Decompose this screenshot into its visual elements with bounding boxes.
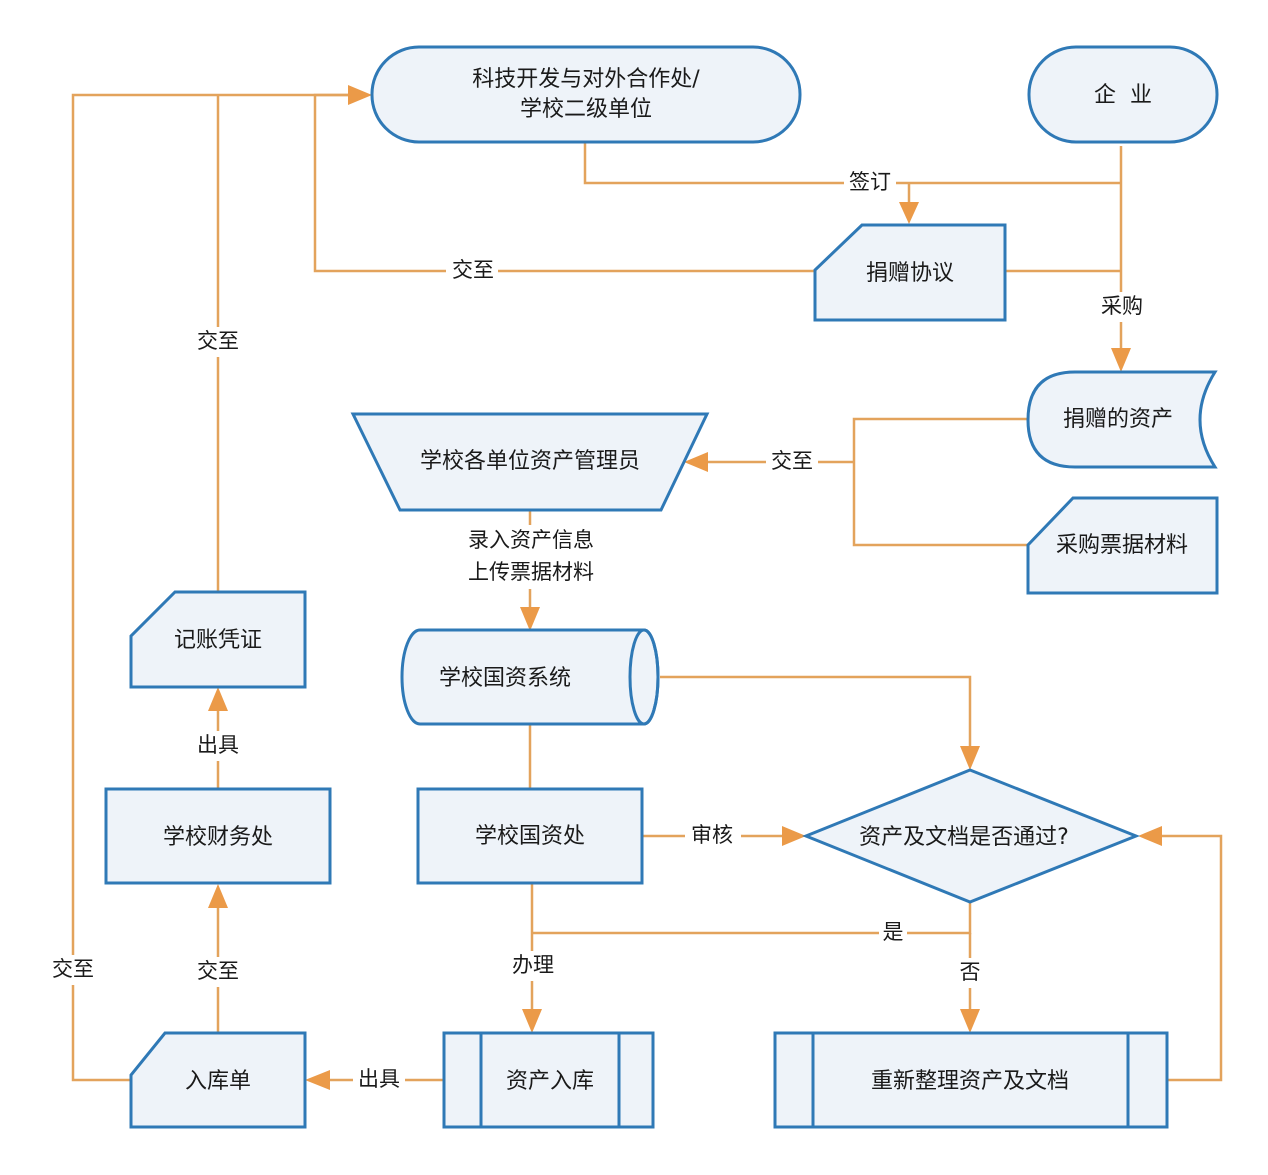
label-bg [192,957,244,987]
arrow-into-office [348,85,372,105]
terminator-shape [1027,45,1219,144]
edge-label-no: 否 [960,960,981,984]
edge-label-deliver-assets: 交至 [771,449,813,473]
node-label: 重新整理资产及文档 [871,1069,1069,1094]
label-bg [844,168,896,198]
edge-system-to-decision [660,675,972,752]
label-bg [879,918,907,948]
label-bg [446,256,498,286]
edge-label-deliver-agreement: 交至 [452,258,494,282]
edge-label-issue-voucher: 出具 [197,733,239,757]
stored-data-shape [1026,370,1218,469]
terminator-shape [370,45,802,144]
edge-label-yes: 是 [883,920,904,944]
edge-receipt-to-office [71,93,352,1082]
label-bg [192,327,244,357]
node-decision[interactable]: 资产及文档是否通过? [801,768,1141,904]
process-shape [416,787,644,885]
edge-label-input-line2: 上传票据材料 [468,560,594,584]
node-state-asset-office[interactable]: 学校国资处 [416,787,644,885]
arrowheads [208,85,1162,1090]
arrow-into-reorganize [960,1009,980,1033]
edge-label-deliver-voucher: 交至 [197,329,239,353]
manual-operation-shape [350,412,710,512]
node-asset-storage[interactable]: 资产入库 [442,1031,655,1129]
node-accounting-voucher[interactable]: 记账凭证 [129,590,307,689]
predefined-process-shape [773,1031,1169,1129]
node-enterprise[interactable]: 企 业 [1027,45,1219,144]
arrow-into-donated-assets [1111,348,1131,372]
edge-label-handle: 办理 [512,953,554,977]
node-label: 入库单 [185,1069,251,1094]
label-bg [192,731,244,761]
edge-label-deliver-receipt-finance: 交至 [197,959,239,983]
node-label: 学校二级单位 [520,97,652,122]
node-finance-office[interactable]: 学校财务处 [104,787,332,885]
edge-assets-bracket [852,417,1028,547]
card-shape [129,1031,307,1129]
node-unit-asset-admin[interactable]: 学校各单位资产管理员 [350,412,710,512]
edge-label-input-line1: 录入资产信息 [468,528,594,552]
edge-label-purchase: 采购 [1101,294,1143,318]
arrow-into-system [520,607,540,631]
node-label: 企 业 [1094,83,1152,108]
arrow-into-asset-storage [522,1009,542,1033]
arrow-into-agreement [899,202,919,224]
label-bg [766,447,818,477]
node-purchase-receipts[interactable]: 采购票据材料 [1026,496,1219,595]
edge-reorganize-to-decision [1158,834,1223,1082]
node-label: 科技开发与对外合作处/ [472,67,700,92]
node-asset-system[interactable]: 学校国资系统 [400,628,660,726]
edge-label-sign: 签订 [849,170,891,194]
node-donated-assets[interactable]: 捐赠的资产 [1026,370,1218,469]
edge-label-issue-receipt: 出具 [358,1067,400,1091]
edge-label-review: 审核 [691,823,733,847]
process-shape [104,787,332,885]
node-label: 学校国资系统 [439,666,571,691]
arrow-into-decision-top [960,746,980,770]
cylinder-end [628,628,660,726]
arrow-into-admin [684,452,708,472]
node-label: 学校各单位资产管理员 [420,449,640,474]
node-label: 采购票据材料 [1056,533,1188,558]
label-bg [506,951,560,981]
edge-label-deliver-receipt-office: 交至 [52,957,94,981]
card-shape [1026,496,1219,595]
node-label: 资产及文档是否通过? [859,825,1069,850]
node-label: 学校财务处 [163,825,273,850]
label-bg [47,955,99,985]
edge-office-to-sign [583,142,1121,185]
node-reorganize[interactable]: 重新整理资产及文档 [773,1031,1169,1129]
node-label: 学校国资处 [475,824,585,849]
label-bg [455,525,607,589]
card-shape [813,223,1007,322]
card-shape [129,590,307,689]
arrow-into-decision-right [1138,826,1162,846]
node-label: 捐赠的资产 [1063,407,1173,432]
arrow-into-voucher [208,687,228,711]
arrow-into-storage-receipt [305,1070,330,1090]
arrow-into-finance [208,884,228,908]
label-bg [353,1065,405,1095]
edge-labels: 签订 采购 交至 交至 交至 录入资产信息 上传票据材料 审核 是 否 办理 出… [47,168,1148,1095]
node-storage-receipt[interactable]: 入库单 [129,1031,307,1129]
node-donation-agreement[interactable]: 捐赠协议 [813,223,1007,322]
label-bg [685,821,741,851]
label-bg [1096,292,1148,322]
decision-shape [801,768,1141,904]
node-label: 资产入库 [506,1069,594,1094]
arrow-into-decision-left [782,826,806,846]
label-bg [956,958,984,988]
node-tech-office[interactable]: 科技开发与对外合作处/ 学校二级单位 [370,45,802,144]
node-label: 记账凭证 [174,628,262,653]
node-label: 捐赠协议 [866,261,954,286]
